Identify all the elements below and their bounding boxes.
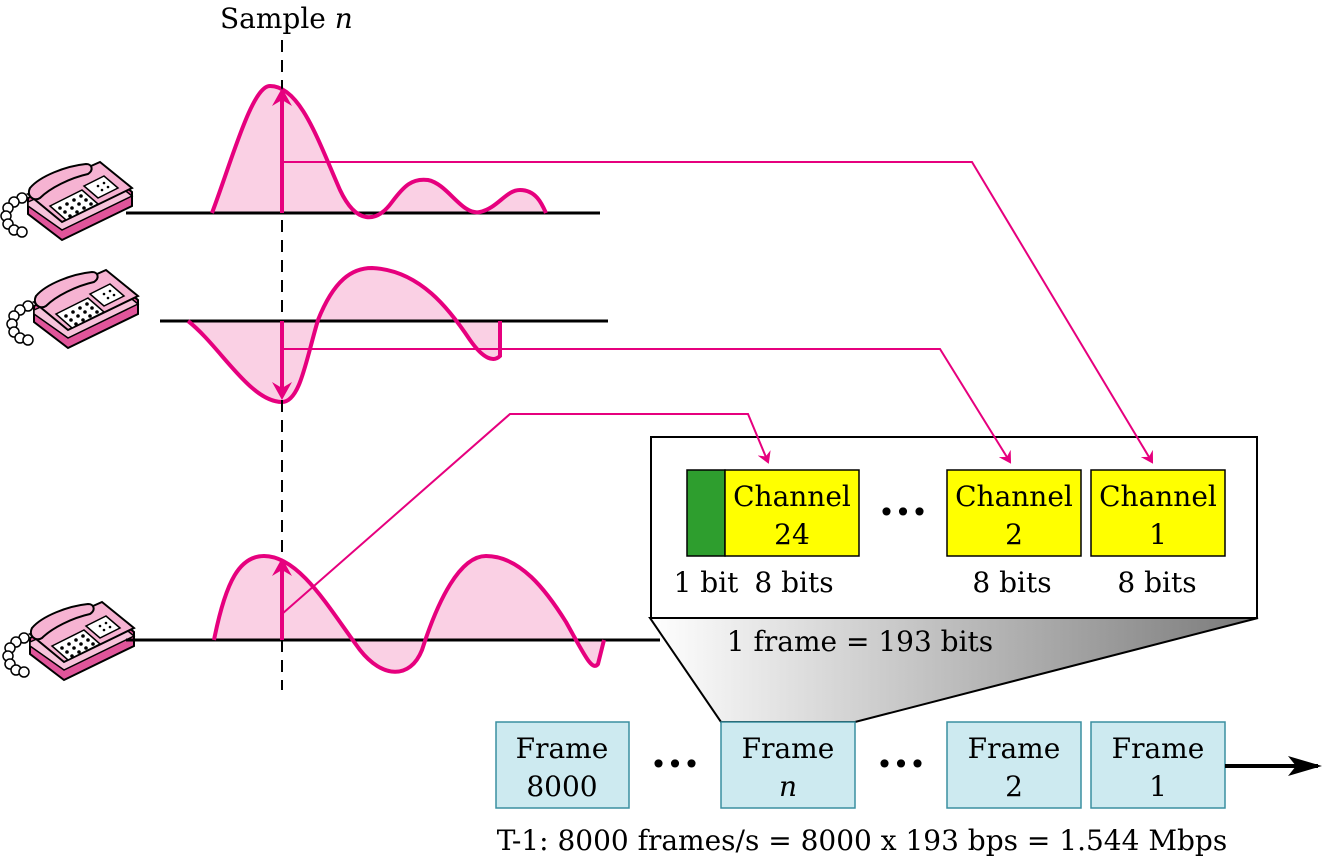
sample-to-channel-2-arrow bbox=[282, 348, 1012, 464]
frame-8000-box: Frame 8000 bbox=[495, 721, 630, 809]
framing-bit-label: 1 bit bbox=[674, 566, 740, 599]
svg-text:1: 1 bbox=[1149, 770, 1167, 803]
signal-waveform-3 bbox=[126, 553, 660, 674]
svg-text:n: n bbox=[779, 770, 797, 803]
frames-ellipsis-right: ••• bbox=[876, 748, 926, 781]
svg-text:2: 2 bbox=[1005, 518, 1023, 551]
frame-n-box: Frame n bbox=[720, 721, 856, 809]
signal-waveform-1 bbox=[126, 83, 600, 220]
frames-ellipsis-left: ••• bbox=[650, 748, 700, 781]
frame-size-label: 1 frame = 193 bits bbox=[727, 625, 993, 658]
svg-text:Frame: Frame bbox=[516, 732, 609, 765]
svg-text:1: 1 bbox=[1149, 518, 1167, 551]
svg-text:Frame: Frame bbox=[1112, 732, 1205, 765]
telephone-icon bbox=[6, 269, 139, 349]
sample-to-channel-1-arrow bbox=[282, 161, 1154, 464]
telephone-icon bbox=[0, 161, 133, 241]
svg-text:24: 24 bbox=[774, 518, 810, 551]
framing-bit bbox=[686, 469, 726, 557]
channel-2-slot: Channel 2 bbox=[946, 469, 1082, 557]
frame-1-box: Frame 1 bbox=[1090, 721, 1226, 809]
channel-24-bits: 8 bits bbox=[754, 566, 833, 599]
channel-24-slot: Channel 24 bbox=[724, 469, 860, 557]
sample-to-channel-24-arrow bbox=[281, 413, 771, 615]
svg-text:Channel: Channel bbox=[955, 480, 1073, 513]
channel-1-bits: 8 bits bbox=[1117, 566, 1196, 599]
svg-text:Frame: Frame bbox=[742, 732, 835, 765]
svg-text:Frame: Frame bbox=[968, 732, 1061, 765]
svg-text:Channel: Channel bbox=[733, 480, 851, 513]
telephone-icon bbox=[2, 601, 135, 681]
channel-1-slot: Channel 1 bbox=[1090, 469, 1226, 557]
frame-2-box: Frame 2 bbox=[946, 721, 1082, 809]
sample-label: Sample n bbox=[220, 2, 353, 35]
svg-text:8000: 8000 bbox=[526, 770, 597, 803]
channel-2-bits: 8 bits bbox=[972, 566, 1051, 599]
signal-waveform-2 bbox=[160, 265, 608, 405]
svg-text:Channel: Channel bbox=[1099, 480, 1217, 513]
channel-ellipsis: ••• bbox=[878, 496, 928, 529]
t1-rate-caption: T-1: 8000 frames/s = 8000 x 193 bps = 1.… bbox=[497, 824, 1227, 857]
svg-text:2: 2 bbox=[1005, 770, 1023, 803]
